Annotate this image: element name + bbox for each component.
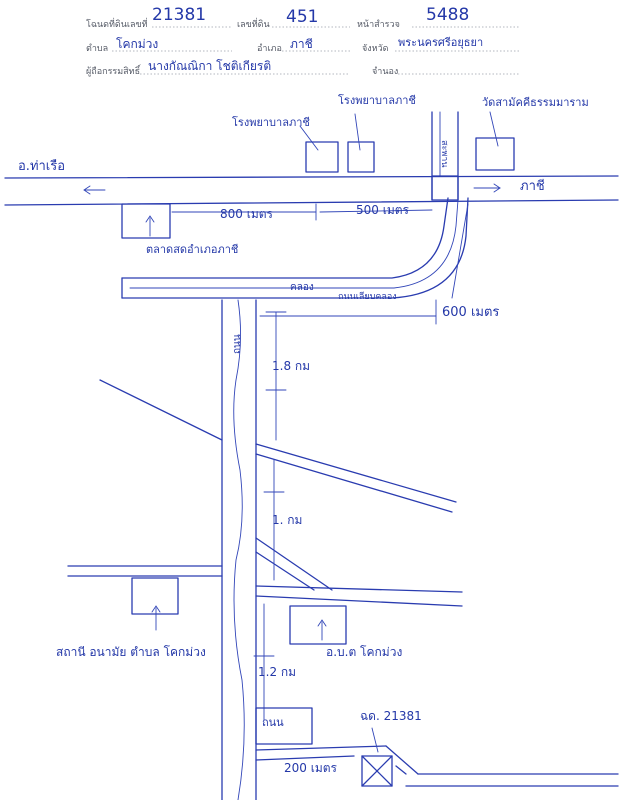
canal-road-label: ถนนเลียบคลอง <box>338 291 397 302</box>
dist-800-label: 800 เมตร <box>220 207 274 221</box>
dist-1-label: 1. กม <box>272 513 302 527</box>
dist-600-label: 600 เมตร <box>442 305 499 320</box>
side-roads <box>67 379 463 607</box>
owner-label: ผู้ถือกรรมสิทธิ์ <box>86 64 142 77</box>
bridge-label: สะพาน <box>439 140 449 167</box>
village-road: ถนน <box>221 299 257 800</box>
province-value: พระนครศรีอยุธยา <box>398 36 483 49</box>
junction-box <box>255 707 313 745</box>
station-box <box>131 577 179 615</box>
deed-label: โฉนดที่ดินเลขที่ <box>86 17 148 30</box>
hospital-box <box>347 141 375 173</box>
temple-box <box>475 137 515 171</box>
owner-value: นางกัณณิกา โชติเกียรติ <box>148 59 271 73</box>
canal-label: คลอง <box>290 282 314 293</box>
market-label: ตลาดสดอำเภอภาชี <box>146 243 238 256</box>
mortgage-label: จำนอง <box>372 66 398 77</box>
dist-1-2-label: 1.2 กม <box>258 665 296 679</box>
deed-value: 21381 <box>152 5 206 25</box>
village-road-label: ถนน <box>232 334 243 354</box>
parcel-box <box>361 755 393 787</box>
road-left-label: อ.ท่าเรือ <box>18 158 65 174</box>
obt-label: อ.บ.ต โคกม่วง <box>326 645 402 659</box>
form-header: โฉนดที่ดินเลขที่ 21381 เลขที่ดิน 451 หน้… <box>86 5 520 77</box>
market-box <box>121 203 171 239</box>
school-label: โรงพยาบาลภาชี <box>232 115 310 129</box>
station-label: สถานี อนามัย ตำบล โคกม่วง <box>56 645 206 659</box>
junction-label: ถนน <box>262 716 284 729</box>
tambon-value: โคกม่วง <box>116 37 158 51</box>
bottom-area: ถนน 200 เมตร ฉด. 21381 <box>255 707 619 787</box>
amphoe-label: อำเภอ <box>257 43 282 54</box>
tambon-label: ตำบล <box>86 43 108 54</box>
temple-label: วัดสามัคคีธรรมมาราม <box>482 96 589 109</box>
amphoe-value: ภาชี <box>290 37 313 51</box>
obt-box <box>289 605 347 645</box>
landmarks-lower: สถานี อนามัย ตำบล โคกม่วง อ.บ.ต โคกม่วง <box>56 577 402 659</box>
province-label: จังหวัด <box>362 44 389 54</box>
landmarks-top: โรงพยาบาลภาชี โรงพยาบาลภาชี วัดสามัคคีธร… <box>121 93 589 256</box>
road-distances: 1.8 กม 1. กม 1.2 กม <box>253 311 310 721</box>
dist-200-label: 200 เมตร <box>284 761 338 775</box>
highway-distances: 800 เมตร 500 เมตร <box>171 203 433 221</box>
land-no-label: เลขที่ดิน <box>237 17 270 30</box>
dist-1-8-label: 1.8 กม <box>272 359 310 373</box>
school-box <box>305 141 339 173</box>
road-right-label: ภาชี <box>520 178 545 194</box>
hospital-label: โรงพยาบาลภาชี <box>338 93 416 107</box>
dist-500-label: 500 เมตร <box>356 203 410 217</box>
main-highway: อ.ท่าเรือ ภาชี <box>4 158 619 206</box>
bridge: สะพาน <box>431 111 459 201</box>
parcel-label: ฉด. 21381 <box>360 709 422 723</box>
survey-value: 5488 <box>426 5 469 25</box>
canal: คลอง ถนนเลียบคลอง 600 เมตร <box>121 197 499 325</box>
land-no-value: 451 <box>286 7 318 27</box>
survey-label: หน้าสำรวจ <box>357 19 400 30</box>
